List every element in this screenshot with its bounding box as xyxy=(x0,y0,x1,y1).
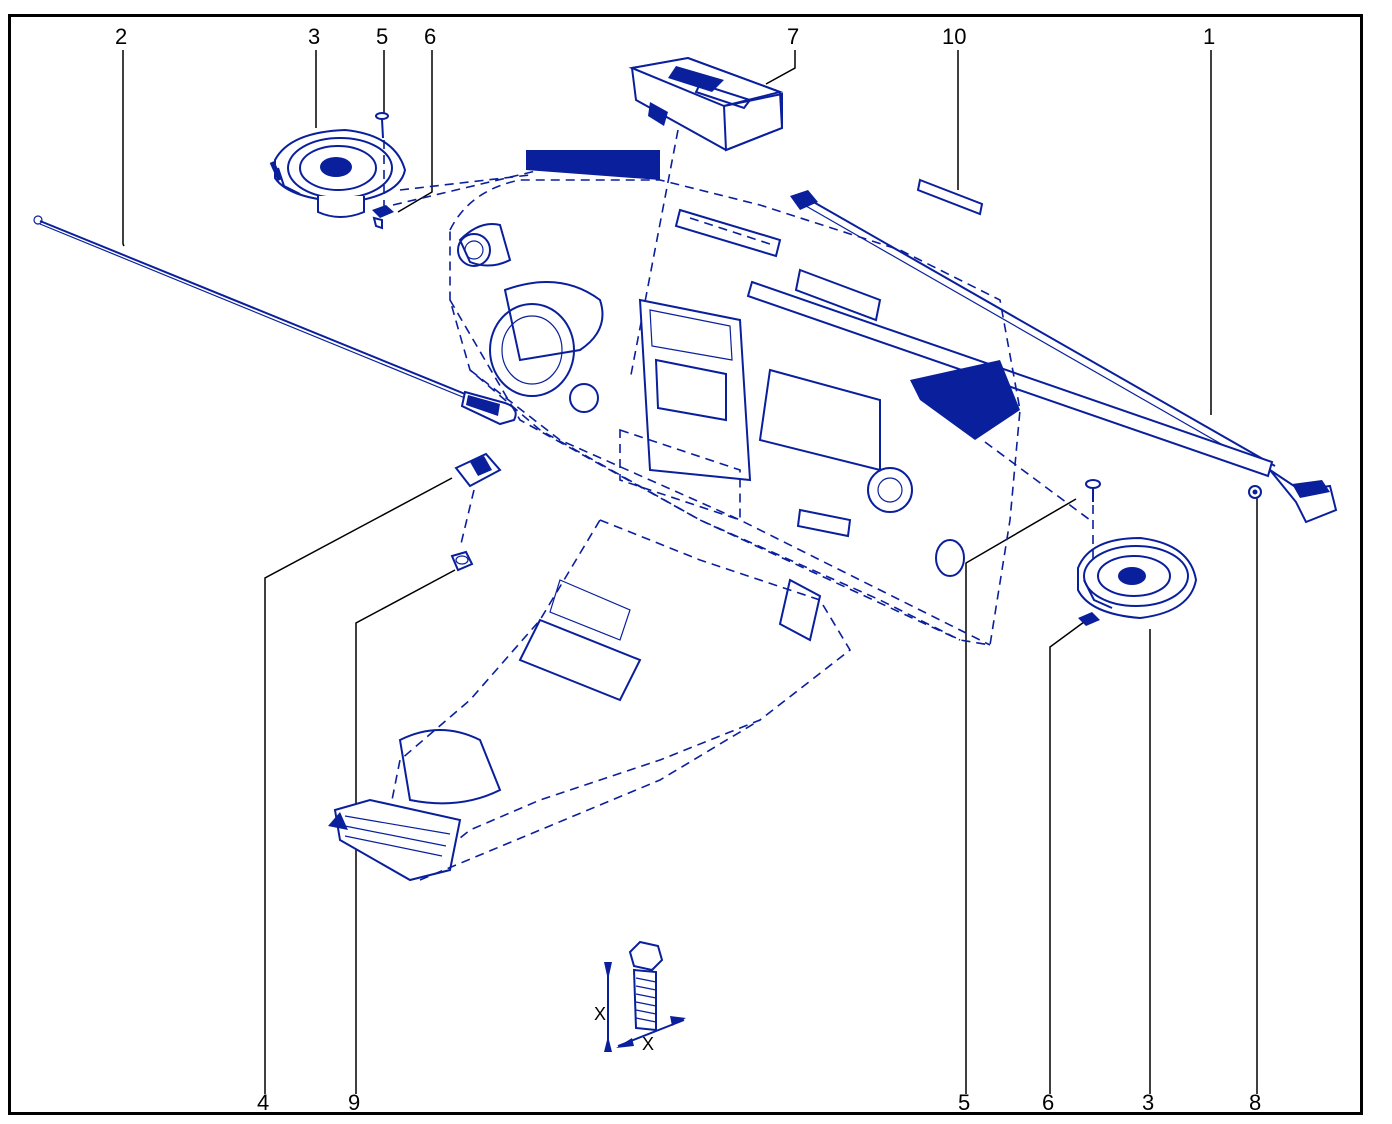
callout-3-bottom: 3 xyxy=(1142,1090,1154,1115)
center-console xyxy=(328,519,852,882)
leader-7 xyxy=(765,50,796,85)
callout-5-bottom: 5 xyxy=(958,1090,970,1115)
callout-2: 2 xyxy=(115,24,127,49)
callout-10: 10 xyxy=(942,24,966,49)
clip-left xyxy=(372,205,394,230)
leader-9 xyxy=(355,569,456,1094)
trim-strip xyxy=(916,178,984,216)
callout-8: 8 xyxy=(1249,1090,1261,1115)
callout-5: 5 xyxy=(376,24,388,49)
grommet xyxy=(1248,485,1262,499)
dimension-label-vertical: X xyxy=(594,1004,606,1024)
leader-lines xyxy=(122,50,1258,1094)
speaker-right xyxy=(1077,536,1198,620)
diagram-frame xyxy=(8,14,1363,1115)
dimension-label-horizontal: X xyxy=(642,1034,654,1054)
clip-right xyxy=(1078,612,1100,626)
radio-unit xyxy=(628,56,784,381)
callout-6-bottom: 6 xyxy=(1042,1090,1054,1115)
callout-labels-top: 2 3 5 6 7 10 1 xyxy=(115,24,1215,49)
callout-7: 7 xyxy=(787,24,799,49)
leader-5-bottom xyxy=(965,498,1077,1094)
leader-4 xyxy=(264,477,453,1094)
leader-2 xyxy=(122,50,125,247)
callout-9: 9 xyxy=(348,1090,360,1115)
callout-labels-bottom: 4 9 5 6 3 8 xyxy=(257,1090,1261,1115)
bolt-detail: X X xyxy=(594,940,686,1054)
screw-right xyxy=(1085,479,1101,560)
leader-6-bottom xyxy=(1049,621,1085,1094)
leader-6 xyxy=(397,50,433,213)
callout-3: 3 xyxy=(308,24,320,49)
dashboard-assembly xyxy=(449,150,1021,646)
callout-6: 6 xyxy=(424,24,436,49)
antenna-base xyxy=(454,452,502,549)
antenna-nut xyxy=(450,550,474,572)
screw-left xyxy=(375,112,389,208)
speaker-left xyxy=(269,128,407,218)
callout-4: 4 xyxy=(257,1090,269,1115)
antenna-cable xyxy=(746,190,1338,524)
antenna-rod xyxy=(33,215,517,426)
callout-1: 1 xyxy=(1203,24,1215,49)
